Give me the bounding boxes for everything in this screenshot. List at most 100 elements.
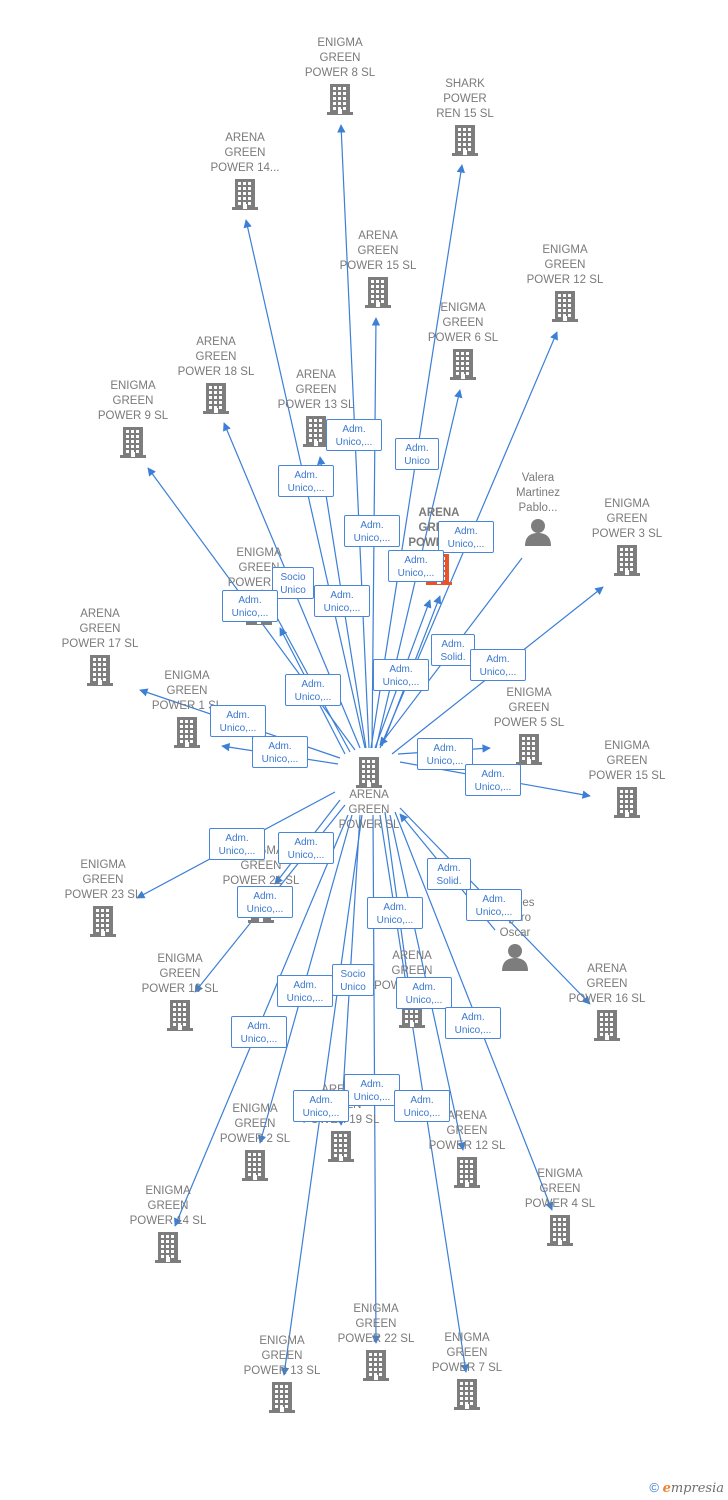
- company-node[interactable]: ARENA GREEN POWER 15 SL: [328, 229, 428, 308]
- company-node[interactable]: ENIGMA GREEN POWER 22 SL: [326, 1302, 426, 1381]
- building-icon: [516, 734, 542, 765]
- company-label: ENIGMA GREEN POWER 7 SL: [431, 1332, 503, 1374]
- role-badge[interactable]: Adm. Unico,...: [231, 1016, 287, 1048]
- company-label: ARENA GREEN POWER SL: [338, 789, 400, 831]
- company-node[interactable]: ARENA GREEN POWER 18 SL: [166, 335, 266, 414]
- company-node[interactable]: ARENA GREEN POWER 12 SL: [417, 1109, 517, 1188]
- role-badge[interactable]: Adm. Unico,...: [373, 659, 429, 691]
- role-badge[interactable]: Adm. Unico,...: [344, 1074, 400, 1106]
- company-node[interactable]: ENIGMA GREEN POWER 1 SL: [137, 669, 237, 748]
- building-icon: [614, 787, 640, 818]
- company-node[interactable]: ENIGMA GREEN POWER 12 SL: [515, 243, 615, 322]
- person-icon: [502, 944, 528, 971]
- role-badge[interactable]: Adm. Unico,...: [278, 832, 334, 864]
- company-node[interactable]: ENIGMA GREEN POWER 15 SL: [577, 739, 677, 818]
- building-icon: [365, 277, 391, 308]
- role-badge[interactable]: Adm. Unico,...: [209, 828, 265, 860]
- company-node[interactable]: ENIGMA GREEN POWER 3 SL: [577, 497, 677, 576]
- company-node[interactable]: ENIGMA GREEN POWER 7 SL: [417, 1331, 517, 1410]
- role-badge[interactable]: Adm. Unico,...: [465, 764, 521, 796]
- building-icon: [155, 1232, 181, 1263]
- company-node[interactable]: ENIGMA GREEN POWER 2 SL: [205, 1102, 305, 1181]
- role-badge[interactable]: Socio Unico: [332, 964, 374, 996]
- role-badge[interactable]: Adm. Unico,...: [470, 649, 526, 681]
- company-label: ARENA GREEN POWER 18 SL: [177, 336, 255, 378]
- role-badge[interactable]: Adm. Unico,...: [293, 1090, 349, 1122]
- building-icon: [167, 1000, 193, 1031]
- company-node[interactable]: ARENA GREEN POWER 14...: [195, 131, 295, 210]
- role-badge[interactable]: Adm. Unico,...: [222, 590, 278, 622]
- company-label: ARENA GREEN POWER 17 SL: [61, 608, 139, 650]
- role-badge[interactable]: Adm. Unico,...: [367, 897, 423, 929]
- role-badge[interactable]: Adm. Unico,...: [285, 674, 341, 706]
- building-icon: [614, 545, 640, 576]
- building-icon: [452, 125, 478, 156]
- building-icon: [356, 757, 382, 788]
- company-label: SHARK POWER REN 15 SL: [436, 78, 494, 120]
- role-badge[interactable]: Adm. Unico: [395, 438, 439, 470]
- role-badge[interactable]: Adm. Unico,...: [445, 1007, 501, 1039]
- building-icon: [174, 717, 200, 748]
- building-icon: [120, 427, 146, 458]
- building-icon: [327, 84, 353, 115]
- company-label: ENIGMA GREEN POWER 6 SL: [427, 302, 499, 344]
- company-node[interactable]: ENIGMA GREEN POWER 4 SL: [510, 1167, 610, 1246]
- building-icon: [594, 1010, 620, 1041]
- role-badge[interactable]: Adm. Unico,...: [417, 738, 473, 770]
- role-badge[interactable]: Adm. Unico,...: [237, 886, 293, 918]
- brand-footer[interactable]: © empresia: [649, 1480, 724, 1496]
- center-company-node[interactable]: ARENA GREEN POWER SL: [319, 754, 419, 833]
- company-node[interactable]: ARENA GREEN POWER 17 SL: [50, 607, 150, 686]
- building-icon: [269, 1382, 295, 1413]
- building-icon: [547, 1215, 573, 1246]
- building-icon: [454, 1379, 480, 1410]
- role-badge[interactable]: Adm. Solid.: [427, 858, 471, 890]
- company-node[interactable]: ARENA GREEN POWER 16 SL: [557, 962, 657, 1041]
- role-badge[interactable]: Adm. Unico,...: [278, 465, 334, 497]
- company-label: ENIGMA GREEN POWER 8 SL: [304, 37, 376, 79]
- company-label: ARENA GREEN POWER 12 SL: [428, 1110, 506, 1152]
- role-badge[interactable]: Adm. Unico,...: [210, 705, 266, 737]
- copyright-symbol: ©: [649, 1480, 659, 1495]
- company-node[interactable]: ENIGMA GREEN POWER 14 SL: [118, 1184, 218, 1263]
- role-badge[interactable]: Adm. Unico,...: [466, 889, 522, 921]
- company-label: ENIGMA GREEN POWER 9 SL: [97, 380, 169, 422]
- company-label: ENIGMA GREEN POWER 5 SL: [493, 687, 565, 729]
- company-node[interactable]: ENIGMA GREEN POWER 23 SL: [53, 858, 153, 937]
- company-label: ARENA GREEN POWER 16 SL: [568, 963, 646, 1005]
- role-badge[interactable]: Socio Unico: [272, 567, 314, 599]
- company-node[interactable]: ENIGMA GREEN POWER 13 SL: [232, 1334, 332, 1413]
- building-icon: [454, 1157, 480, 1188]
- company-label: ENIGMA GREEN POWER 14 SL: [129, 1185, 207, 1227]
- company-label: ARENA GREEN POWER 15 SL: [339, 230, 417, 272]
- role-badge[interactable]: Adm. Unico,...: [344, 515, 400, 547]
- role-badge[interactable]: Adm. Unico,...: [277, 975, 333, 1007]
- role-badge[interactable]: Adm. Unico,...: [396, 977, 452, 1009]
- company-label: ARENA GREEN POWER 14...: [210, 132, 280, 174]
- company-node[interactable]: ENIGMA GREEN POWER 6 SL: [413, 301, 513, 380]
- role-badge[interactable]: Adm. Unico,...: [326, 419, 382, 451]
- role-badge[interactable]: Adm. Unico,...: [388, 550, 444, 582]
- role-badge[interactable]: Adm. Solid.: [431, 634, 475, 666]
- company-label: ENIGMA GREEN POWER 1 SL: [151, 670, 222, 712]
- company-node[interactable]: ENIGMA GREEN POWER 9 SL: [83, 379, 183, 458]
- company-label: ENIGMA GREEN POWER 22 SL: [337, 1303, 415, 1345]
- company-node[interactable]: ENIGMA GREEN POWER 10 SL: [130, 952, 230, 1031]
- company-node[interactable]: ENIGMA GREEN POWER 5 SL: [479, 686, 579, 765]
- company-label: ENIGMA GREEN POWER 10 SL: [141, 953, 219, 995]
- building-icon: [328, 1131, 354, 1162]
- company-label: ENIGMA GREEN POWER 12 SL: [526, 244, 604, 286]
- person-icon: [525, 519, 551, 546]
- company-node[interactable]: ENIGMA GREEN POWER 8 SL: [290, 36, 390, 115]
- company-label: ENIGMA GREEN POWER 1...: [227, 547, 291, 589]
- role-badge[interactable]: Adm. Unico,...: [314, 585, 370, 617]
- company-label: ENIGMA GREEN POWER 23 SL: [64, 859, 142, 901]
- person-node[interactable]: Valera Martinez Pablo...: [488, 471, 588, 546]
- role-badge[interactable]: Adm. Unico,...: [394, 1090, 450, 1122]
- role-badge[interactable]: Adm. Unico,...: [438, 521, 494, 553]
- company-node[interactable]: SHARK POWER REN 15 SL: [415, 77, 515, 156]
- company-node[interactable]: ARENA GREEN POWER 13 SL: [266, 368, 366, 447]
- role-badge[interactable]: Adm. Unico,...: [252, 736, 308, 768]
- building-icon: [232, 179, 258, 210]
